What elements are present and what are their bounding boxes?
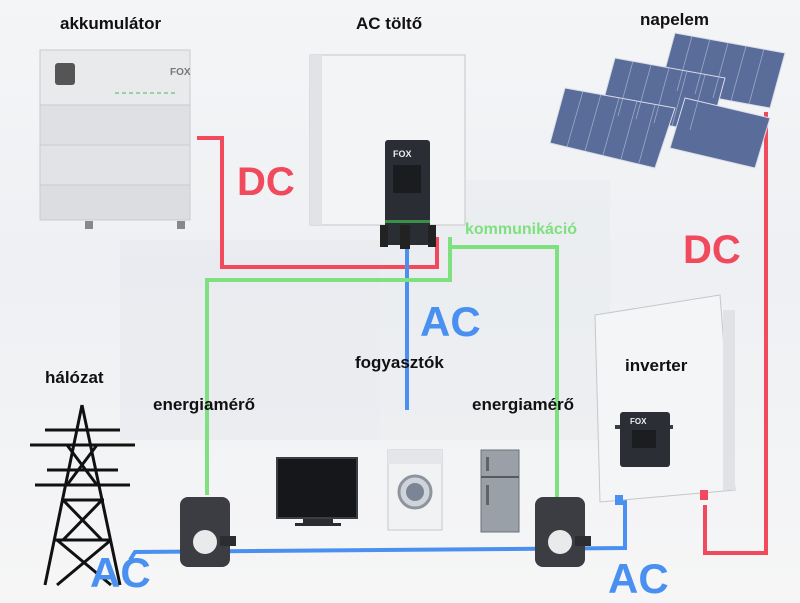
battery-label: akkumulátor	[60, 14, 162, 33]
grid-tower-icon	[30, 404, 135, 587]
solar-panel-label: napelem	[640, 10, 709, 29]
dc-label-right: DC	[683, 228, 741, 272]
dc-label-left: DC	[237, 160, 295, 204]
tv-icon	[276, 457, 358, 526]
energy-meter-left-label: energiamérő	[153, 395, 256, 414]
energy-meter-left-icon	[180, 497, 236, 567]
communication-wire-right	[452, 245, 559, 497]
energy-meter-right-icon	[535, 497, 591, 567]
ac-charger-unit: FOX	[309, 54, 466, 249]
ac-charger-label: AC töltő	[356, 14, 423, 33]
solar-panel-array	[549, 32, 786, 169]
background-building	[120, 240, 380, 440]
washing-machine-icon	[387, 449, 443, 531]
inverter-label: inverter	[625, 356, 688, 375]
battery-logo: FOX	[170, 67, 191, 78]
grid-label: hálózat	[45, 368, 104, 387]
dc-wire-right	[703, 112, 768, 555]
consumers-label: fogyasztók	[355, 353, 444, 372]
energy-meter-right-label: energiamérő	[472, 395, 575, 414]
ac-label-center: AC	[420, 298, 481, 345]
battery-unit: FOX	[39, 49, 191, 229]
ac-wire-bottom	[128, 500, 627, 562]
dc-wire-left	[197, 136, 439, 269]
refrigerator-icon	[480, 449, 520, 533]
ac-label-bottom-left: AC	[90, 549, 151, 596]
communication-wire-left	[205, 237, 452, 495]
communication-label: kommunikáció	[465, 221, 578, 238]
inverter-logo: FOX	[630, 417, 647, 426]
inverter-unit: FOX	[594, 294, 736, 505]
ac-label-bottom-right: AC	[608, 555, 669, 602]
charger-logo: FOX	[393, 149, 412, 159]
